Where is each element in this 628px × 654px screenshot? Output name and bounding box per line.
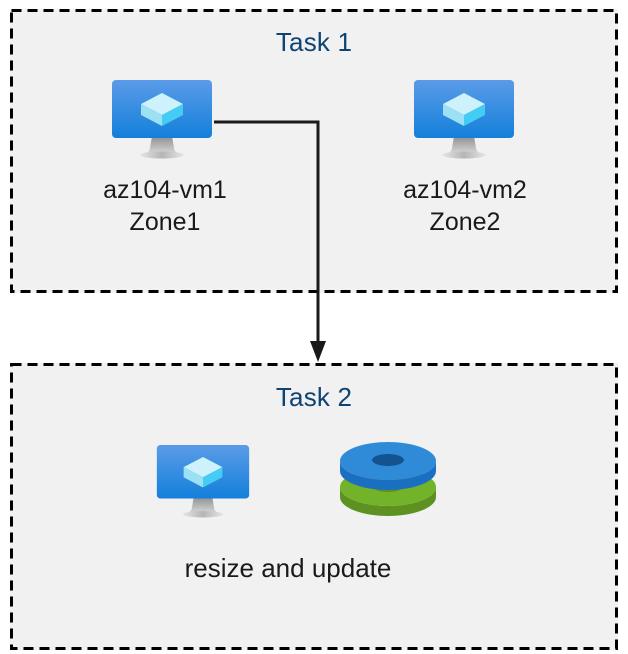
task-2-caption: resize and update [184,553,392,583]
virtual-machine-icon [412,78,516,160]
vm2-label: az104-vm2 Zone2 [403,176,527,236]
task-1-title: Task 1 [275,27,353,57]
task-2-title: Task 2 [275,382,353,412]
vm1-label: az104-vm1 Zone1 [103,176,227,236]
virtual-machine-icon [110,78,214,160]
managed-disk-icon [336,441,440,523]
virtual-machine-icon [155,443,251,519]
